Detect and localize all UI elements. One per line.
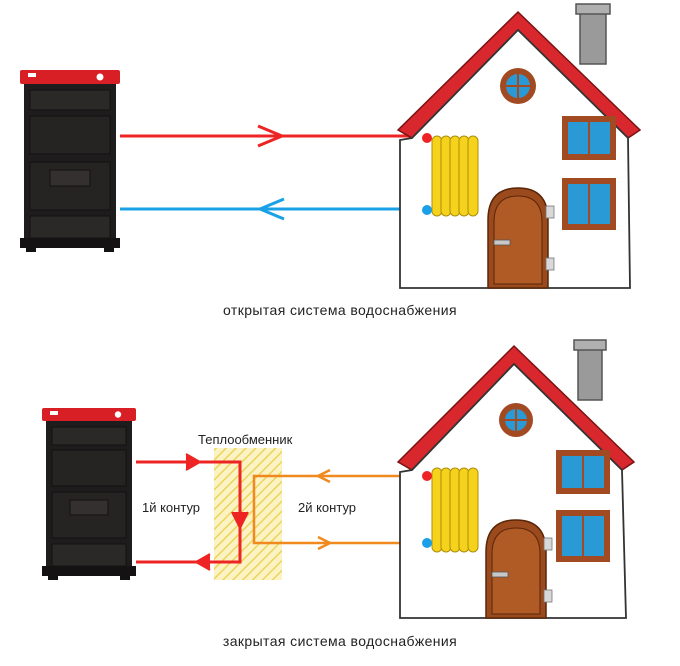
- loop1-label: 1й контур: [142, 500, 200, 515]
- loop2-label: 2й контур: [298, 500, 356, 515]
- closed-system-diagram: Теплообменник 1й контур 2й контур: [42, 339, 636, 619]
- open-system-diagram: [20, 3, 642, 289]
- primary-loop-pipe: [136, 453, 249, 571]
- closed-system-caption: закрытая система водоснабжения: [222, 633, 458, 649]
- cold-flow-arrow: [256, 197, 285, 221]
- radiator-icon: [422, 467, 479, 553]
- secondary-loop-pipe: [252, 468, 427, 551]
- house-icon: [396, 339, 636, 619]
- open-system-caption: открытая система водоснабжения: [223, 302, 457, 318]
- heat-exchanger-label: Теплообменник: [198, 432, 293, 447]
- hot-flow-arrow: [257, 124, 286, 148]
- radiator-icon: [422, 133, 479, 217]
- boiler-icon: [42, 408, 136, 580]
- boiler-icon: [20, 70, 120, 252]
- house-icon: [396, 3, 642, 289]
